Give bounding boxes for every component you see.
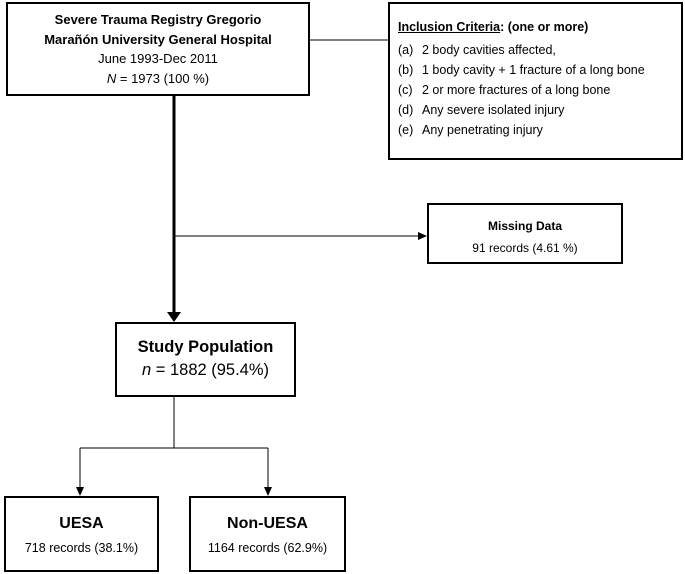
missing-data-title: Missing Data <box>487 219 562 233</box>
inclusion-criteria-title: Inclusion Criteria: (one or more) <box>398 20 681 34</box>
inclusion-criteria-box: Inclusion Criteria: (one or more) (a) 2 b… <box>388 2 683 160</box>
registry-title-line2: Marañón University General Hospital <box>44 31 272 47</box>
study-population-title: Study Population <box>137 338 274 356</box>
criteria-item-text: 2 or more fractures of a long bone <box>422 83 611 97</box>
criteria-item-text: 2 body cavities affected, <box>422 43 556 57</box>
registry-n-symbol: N <box>106 70 117 86</box>
non-uesa-count: 1164 records (62.9%) <box>207 541 328 555</box>
uesa-arrowhead <box>76 487 84 496</box>
criteria-item-text: Any severe isolated injury <box>422 103 565 117</box>
criteria-item-label: (b) <box>398 63 414 77</box>
criteria-item-text: Any penetrating injury <box>422 123 543 137</box>
uesa-title: UESA <box>59 515 104 532</box>
criteria-item: (c) 2 or more fractures of a long bone <box>398 80 681 100</box>
inclusion-criteria-list: (a) 2 body cavities affected, (b) 1 body c… <box>398 40 681 140</box>
registry-count: N = 1973 (100 %) <box>8 69 308 89</box>
missing-data-box: Missing Data 91 records (4.61 %) <box>427 203 623 264</box>
uesa-box: UESA 718 records (38.1%) <box>4 496 159 572</box>
criteria-item: (d) Any severe isolated injury <box>398 100 681 120</box>
study-population-box: Study Population n = 1882 (95.4%) <box>115 322 296 397</box>
registry-n-value: = 1973 (100 %) <box>116 70 210 86</box>
criteria-item: (b) 1 body cavity + 1 fracture of a long … <box>398 60 681 80</box>
inclusion-criteria-qualifier: : (one or more) <box>500 20 589 34</box>
study-n-value: = 1882 (95.4%) <box>151 361 270 379</box>
registry-period: June 1993-Dec 2011 <box>98 51 218 66</box>
non-uesa-title: Non-UESA <box>227 515 308 532</box>
missing-data-arrowhead <box>418 232 427 240</box>
criteria-item-label: (a) <box>398 43 414 57</box>
criteria-item-label: (e) <box>398 123 414 137</box>
main-flow-arrowhead <box>167 312 181 322</box>
non-uesa-box: Non-UESA 1164 records (62.9%) <box>189 496 346 572</box>
study-population-count: n = 1882 (95.4%) <box>117 359 294 382</box>
missing-data-count: 91 records (4.61 %) <box>472 241 578 255</box>
registry-box: Severe Trauma Registry Gregorio Marañón … <box>6 2 310 96</box>
criteria-item: (a) 2 body cavities affected, <box>398 40 681 60</box>
uesa-count: 718 records (38.1%) <box>24 541 139 555</box>
criteria-item: (e) Any penetrating injury <box>398 120 681 140</box>
study-n-symbol: n <box>141 361 152 379</box>
criteria-item-label: (d) <box>398 103 414 117</box>
nonuesa-arrowhead <box>264 487 272 496</box>
inclusion-criteria-heading: Inclusion Criteria <box>398 20 501 34</box>
registry-title-line1: Severe Trauma Registry Gregorio <box>54 12 262 27</box>
criteria-item-text: 1 body cavity + 1 fracture of a long bon… <box>422 63 645 77</box>
criteria-item-label: (c) <box>398 83 413 97</box>
